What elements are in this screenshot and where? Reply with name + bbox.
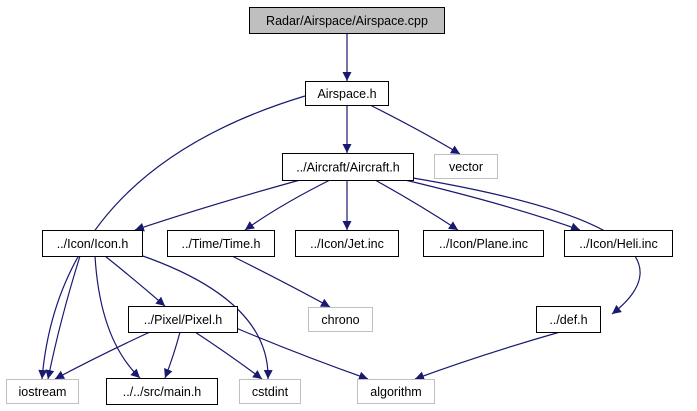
edge-icon-h-to-main-h bbox=[94, 255, 141, 379]
node-box bbox=[536, 306, 601, 333]
node-algorithm: algorithm bbox=[357, 379, 435, 404]
node-box bbox=[128, 306, 238, 333]
edge-pixel-h-to-iostream bbox=[54, 331, 151, 380]
node-box bbox=[305, 81, 389, 106]
node-label: ../Aircraft/Aircraft.h bbox=[296, 161, 400, 175]
node-box bbox=[282, 153, 414, 181]
node-label: algorithm bbox=[370, 385, 421, 399]
node-vector: vector bbox=[434, 154, 498, 179]
node-label: Airspace.h bbox=[317, 87, 376, 101]
node-box bbox=[249, 7, 445, 34]
node-box bbox=[308, 307, 373, 332]
node-label: ../Icon/Plane.inc bbox=[439, 237, 528, 251]
node-label: ../def.h bbox=[549, 313, 587, 327]
node-label: chrono bbox=[321, 313, 359, 327]
node-label: vector bbox=[449, 160, 483, 174]
node-label: cstdint bbox=[252, 385, 289, 399]
edge-pixel-h-to-algorithm bbox=[235, 327, 369, 381]
edge-aircraft-h-to-plane-inc bbox=[374, 179, 459, 231]
node-heli-inc[interactable]: ../Icon/Heli.inc bbox=[564, 230, 673, 257]
node-label: ../Time/Time.h bbox=[182, 237, 261, 251]
node-label: Radar/Airspace/Airspace.cpp bbox=[266, 14, 428, 28]
edge-pixel-h-to-main-h bbox=[164, 331, 181, 379]
node-label: ../Pixel/Pixel.h bbox=[144, 313, 223, 327]
node-box bbox=[564, 230, 673, 257]
node-icon-h[interactable]: ../Icon/Icon.h bbox=[42, 230, 143, 257]
edge-def-h-to-algorithm bbox=[414, 331, 561, 381]
edge-airspace-h-to-iostream bbox=[38, 95, 306, 380]
node-label: ../Icon/Heli.inc bbox=[579, 237, 658, 251]
node-time-h[interactable]: ../Time/Time.h bbox=[167, 230, 275, 257]
edge-aircraft-h-to-time-h bbox=[244, 179, 331, 231]
edge-icon-h-to-iostream bbox=[45, 255, 81, 380]
node-jet-inc[interactable]: ../Icon/Jet.inc bbox=[295, 230, 399, 257]
node-iostream: iostream bbox=[6, 379, 79, 404]
node-box bbox=[295, 230, 399, 257]
node-box bbox=[106, 378, 218, 405]
node-box bbox=[423, 230, 544, 257]
node-aircraft-h[interactable]: ../Aircraft/Aircraft.h bbox=[282, 153, 414, 181]
edge-icon-h-to-pixel-h bbox=[104, 255, 166, 307]
node-chrono: chrono bbox=[308, 307, 373, 332]
node-box bbox=[434, 154, 498, 179]
node-def-h[interactable]: ../def.h bbox=[536, 306, 601, 333]
node-box bbox=[239, 379, 301, 404]
edge-airspace-h-to-vector bbox=[369, 104, 461, 155]
node-label: ../../src/main.h bbox=[123, 385, 202, 399]
edge-aircraft-h-to-icon-h bbox=[134, 179, 301, 232]
edge-pixel-h-to-cstdint bbox=[194, 331, 263, 380]
node-main-h[interactable]: ../../src/main.h bbox=[106, 378, 218, 405]
node-label: iostream bbox=[19, 385, 67, 399]
node-airspace-h[interactable]: Airspace.h bbox=[305, 81, 389, 106]
node-box bbox=[6, 379, 79, 404]
node-cstdint: cstdint bbox=[239, 379, 301, 404]
node-pixel-h[interactable]: ../Pixel/Pixel.h bbox=[128, 306, 238, 333]
node-box bbox=[167, 230, 275, 257]
edges-layer bbox=[38, 33, 641, 381]
edge-aircraft-h-to-heli-inc bbox=[404, 179, 581, 232]
node-box bbox=[357, 379, 435, 404]
node-root[interactable]: Radar/Airspace/Airspace.cpp bbox=[249, 7, 445, 34]
node-box bbox=[42, 230, 143, 257]
edge-time-h-to-chrono bbox=[231, 255, 331, 308]
node-plane-inc[interactable]: ../Icon/Plane.inc bbox=[423, 230, 544, 257]
node-label: ../Icon/Icon.h bbox=[57, 237, 129, 251]
node-label: ../Icon/Jet.inc bbox=[310, 237, 384, 251]
